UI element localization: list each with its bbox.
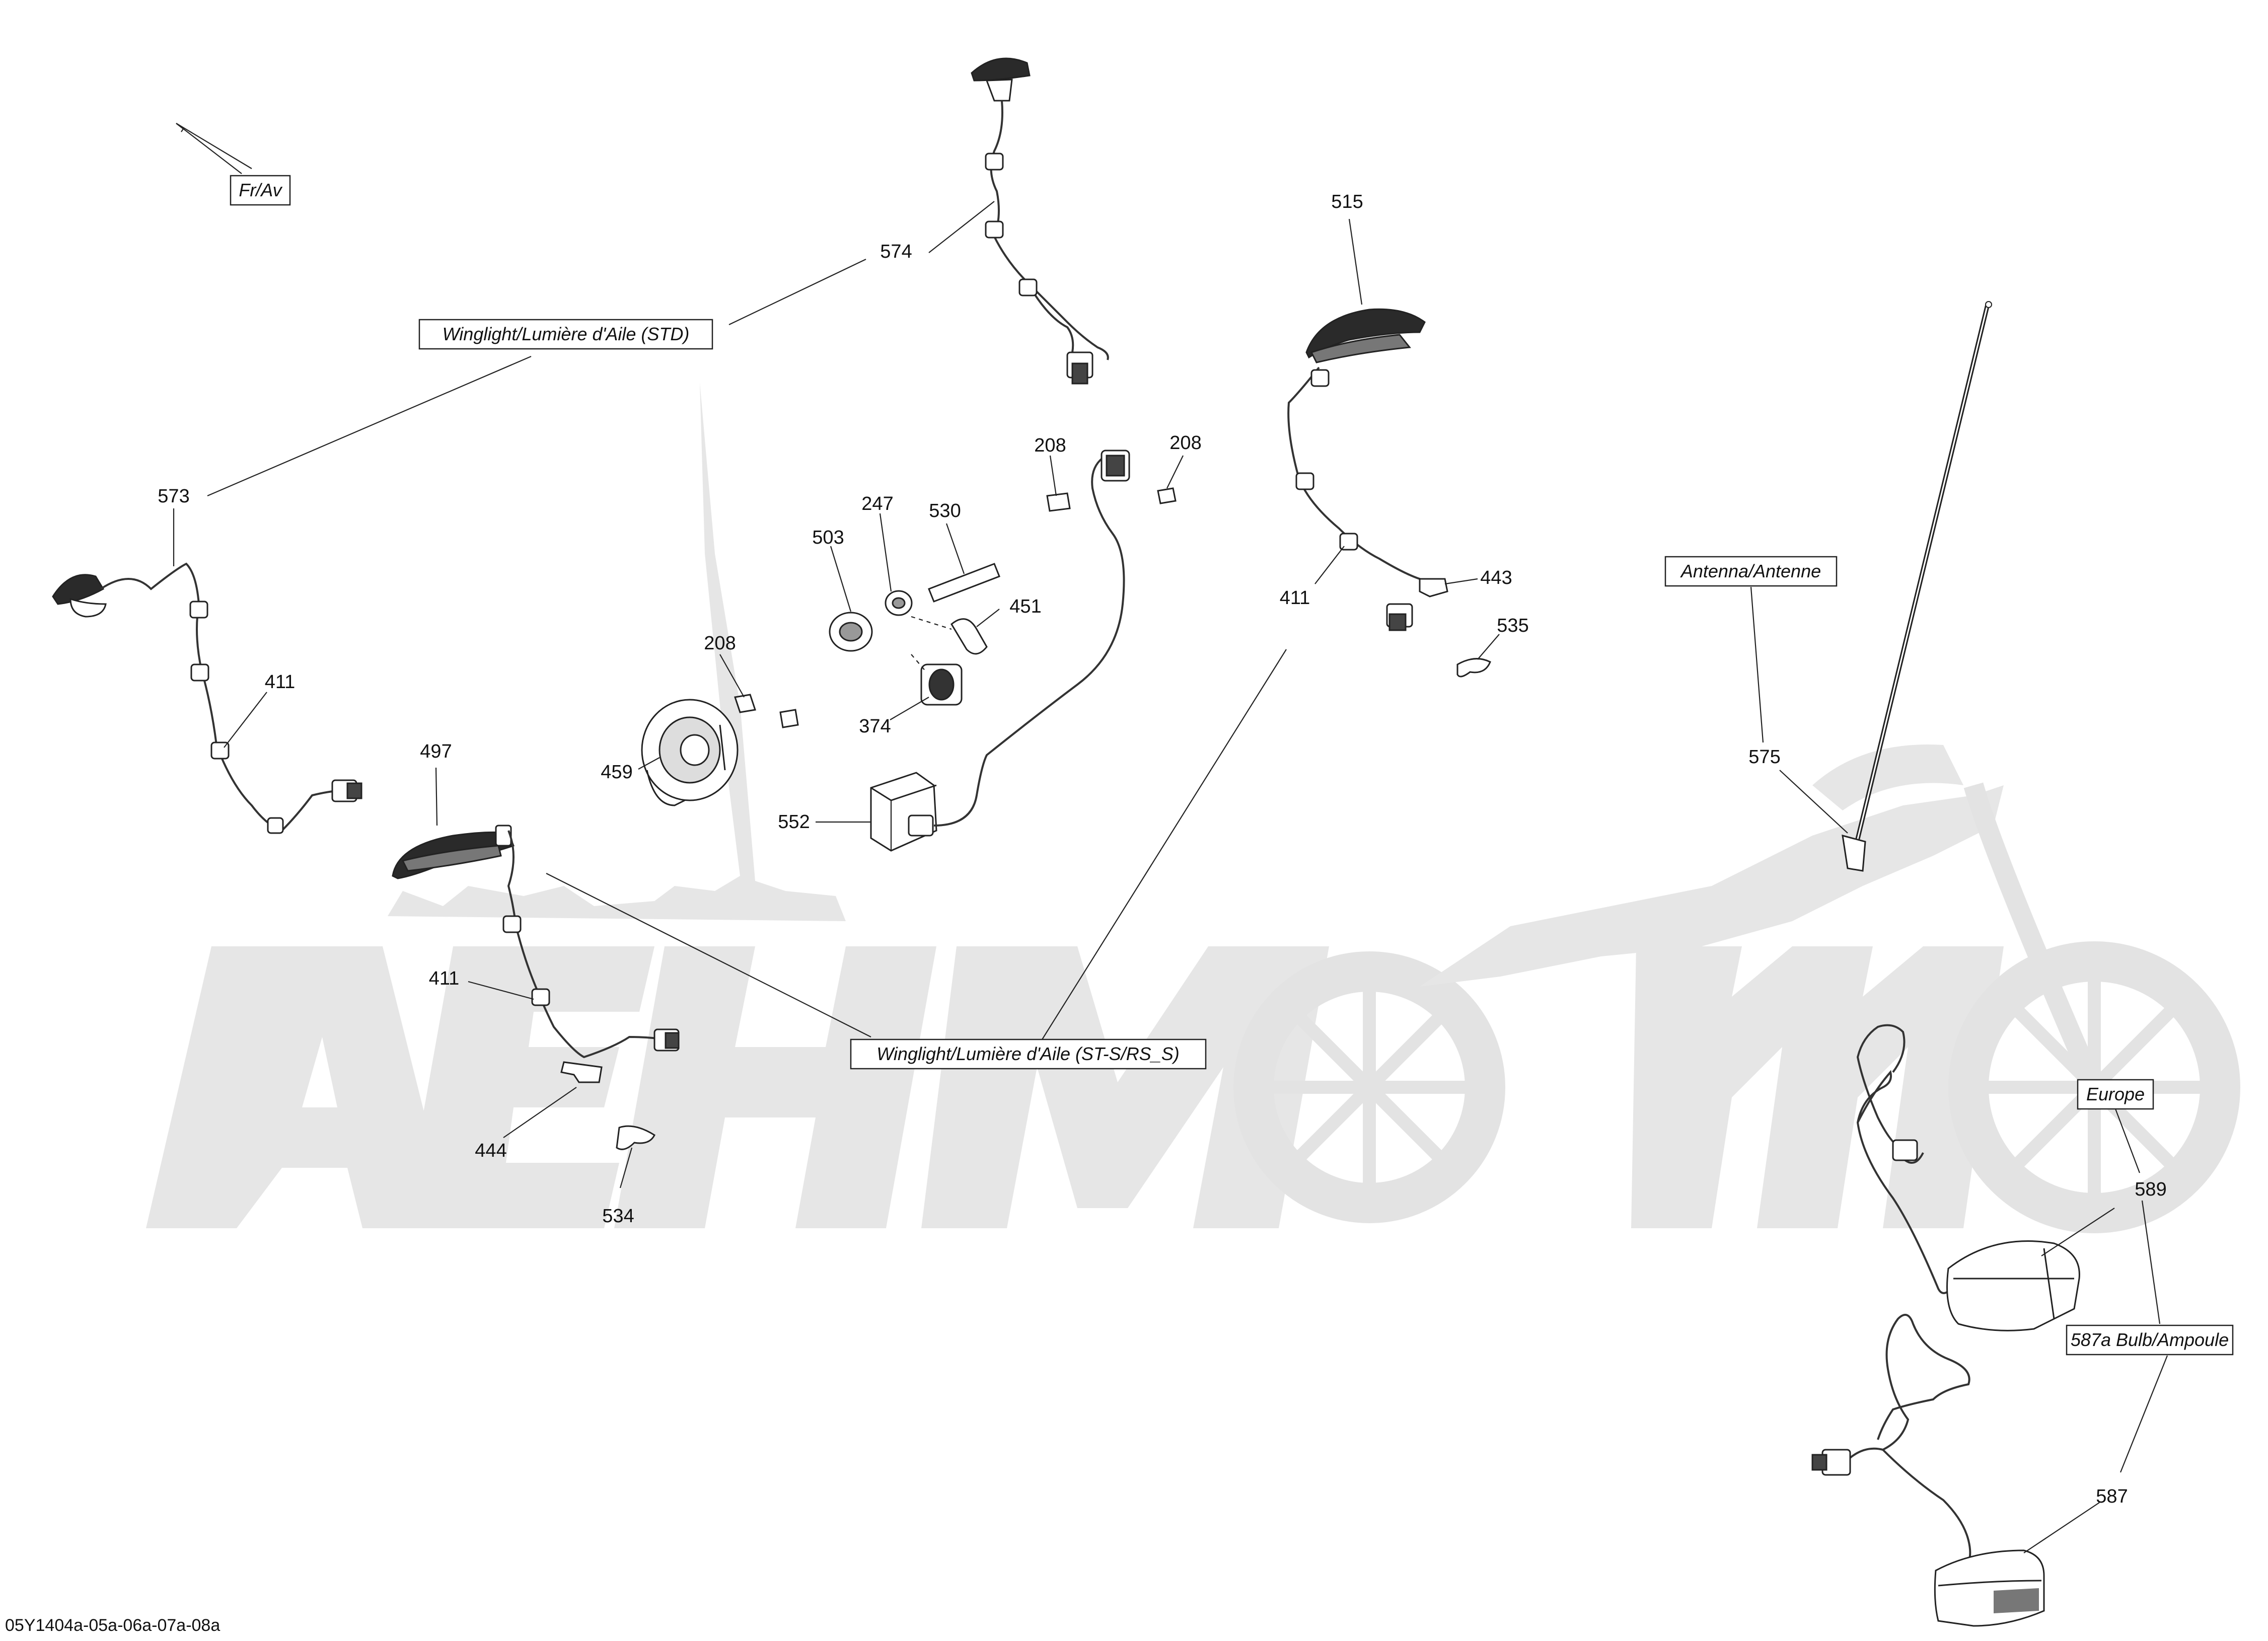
svg-text:587a Bulb/Ampoule: 587a Bulb/Ampoule: [2071, 1329, 2229, 1350]
svg-text:497: 497: [420, 741, 452, 762]
svg-text:443: 443: [1480, 567, 1512, 588]
winglight-std-harness-574: [971, 57, 1109, 385]
callout-374: 374: [859, 654, 963, 737]
winglight-std-lamp-left: [52, 574, 105, 605]
winglight-std-lamp-top: [971, 57, 1031, 82]
callout-459: 459: [601, 699, 739, 806]
svg-text:208: 208: [1034, 435, 1066, 456]
bracket-443: [1419, 578, 1448, 598]
svg-text:459: 459: [601, 762, 632, 783]
callout-208-a: 208: [704, 633, 799, 728]
europe-lamp-589: [1856, 1024, 2080, 1331]
europe-lamp-housing: [1946, 1240, 2080, 1331]
switch-374: [911, 654, 963, 706]
callout-515: 515: [1331, 191, 1363, 305]
horn-459: [641, 699, 739, 806]
winglight-sts-lamp-right: [1305, 308, 1426, 359]
diagram-code: 05Y1404a-05a-06a-07a-08a: [5, 1616, 220, 1635]
svg-text:374: 374: [859, 716, 891, 737]
winglight-sts-harness-515: [1287, 308, 1448, 631]
callout-530: 530: [928, 500, 1000, 603]
bracket-444: [560, 1061, 603, 1083]
svg-text:444: 444: [475, 1140, 506, 1161]
svg-text:411: 411: [1280, 587, 1310, 609]
svg-text:573: 573: [158, 486, 189, 507]
callout-535: 535: [1456, 615, 1529, 678]
svg-text:Antenna/Antenne: Antenna/Antenne: [1680, 561, 1821, 581]
svg-text:451: 451: [1009, 596, 1041, 617]
callout-411-right: 411: [1280, 546, 1345, 609]
decal-530: [928, 563, 1000, 603]
svg-text:208: 208: [1169, 432, 1201, 454]
winglight-std-harness-573: [52, 562, 362, 834]
front-direction-indicator: Fr/Av: [176, 123, 291, 206]
callout-574: 574: [728, 201, 995, 325]
callout-208-b: 208: [1034, 435, 1071, 512]
svg-text:Europe: Europe: [2086, 1084, 2145, 1104]
svg-text:Winglight/Lumière d'Aile (ST-S: Winglight/Lumière d'Aile (ST-S/RS_S): [876, 1043, 1179, 1064]
cap-451: [950, 618, 988, 655]
svg-text:208: 208: [704, 633, 736, 654]
clip-535: [1456, 658, 1491, 678]
callout-411-mid: 411: [429, 968, 534, 1000]
callout-589: 589: [2041, 1108, 2167, 1324]
svg-text:247: 247: [861, 493, 893, 514]
callout-497: 497: [420, 741, 452, 826]
callout-575: 575: [1748, 586, 1848, 834]
watermark: [146, 383, 2240, 1233]
svg-text:411: 411: [429, 968, 460, 989]
lamp-587-housing: [1934, 1549, 2045, 1627]
svg-text:503: 503: [812, 527, 844, 548]
europe-box: Europe: [2077, 1079, 2154, 1110]
svg-text:552: 552: [778, 811, 810, 833]
fr-av-box: [230, 175, 291, 206]
callout-444: 444: [475, 1087, 577, 1161]
svg-text:535: 535: [1497, 615, 1528, 636]
clip-208-b: [1046, 492, 1071, 512]
callout-451: 451: [911, 596, 1042, 655]
svg-text:530: 530: [929, 500, 961, 521]
svg-text:587: 587: [2096, 1486, 2128, 1507]
callout-411-left: 411: [224, 672, 295, 748]
clip-208-a2: [779, 709, 799, 728]
module-552: [870, 772, 937, 852]
callout-552: 552: [778, 450, 1130, 852]
antenna-575: [1842, 301, 1992, 872]
clip-208-a: [734, 694, 756, 713]
fr-av-label: Fr/Av: [239, 180, 282, 200]
callout-587: 587: [2023, 1355, 2168, 1553]
callout-573: 573: [158, 355, 532, 566]
svg-text:515: 515: [1331, 191, 1363, 212]
svg-text:Winglight/Lumière d'Aile (STD): Winglight/Lumière d'Aile (STD): [443, 324, 690, 344]
winglight-std-box: Winglight/Lumière d'Aile (STD): [418, 319, 713, 350]
svg-text:411: 411: [265, 672, 296, 693]
svg-text:575: 575: [1748, 747, 1780, 768]
winglight-sts-harness-497: [392, 825, 680, 1083]
callout-503: 503: [812, 527, 873, 652]
bulb-box: 587a Bulb/Ampoule: [2066, 1324, 2234, 1356]
svg-text:574: 574: [880, 241, 912, 262]
clip-208-c: [1157, 487, 1177, 504]
callout-443: 443: [1444, 567, 1512, 588]
lamp-587: [1811, 1314, 2045, 1627]
antenna-box: Antenna/Antenne: [1664, 556, 1838, 587]
svg-text:589: 589: [2135, 1179, 2166, 1200]
svg-text:534: 534: [602, 1206, 634, 1227]
callout-534: 534: [602, 1125, 655, 1227]
winglight-sts-box: Winglight/Lumière d'Aile (ST-S/RS_S): [546, 649, 1287, 1070]
callout-247: 247: [861, 493, 913, 616]
clip-534: [616, 1125, 655, 1150]
callout-208-c: 208: [1157, 432, 1202, 504]
